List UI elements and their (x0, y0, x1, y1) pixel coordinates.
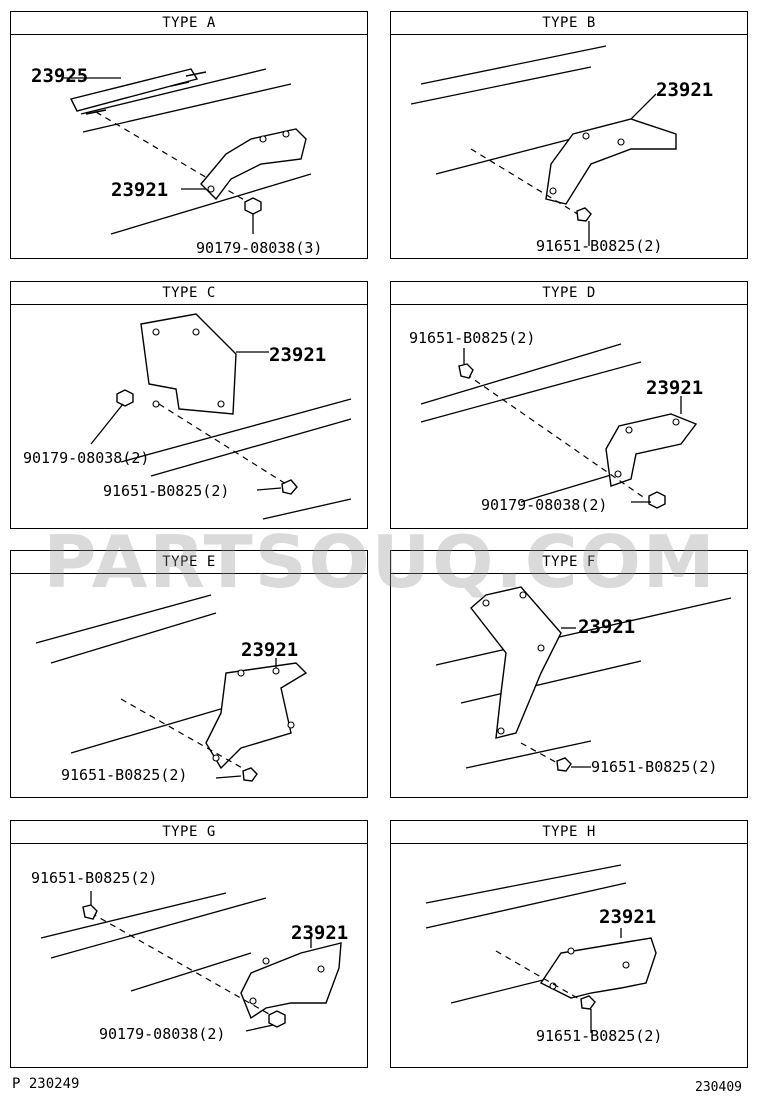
part-label: 23921 (599, 906, 656, 928)
diagram-type-c: 23921 90179-08038(2) 91651-B0825(2) (23, 313, 352, 520)
part-label: 91651-B0825(2) (61, 766, 187, 784)
panel-title: TYPE D (391, 282, 747, 305)
panel-type-h: TYPE H 23921 91651-B0825(2) (390, 820, 748, 1068)
diagram-type-e: 23921 91651-B0825(2) (35, 594, 308, 784)
panel-type-f: TYPE F 23921 91651-B0825(2) (390, 550, 748, 798)
part-label: 23921 (291, 922, 348, 944)
part-label: 91651-B0825(2) (591, 758, 717, 776)
panel-title: TYPE F (391, 551, 747, 574)
bracket-23921 (140, 313, 237, 415)
footer-left-code: P 230249 (12, 1076, 80, 1092)
panel-type-g: TYPE G 91651-B0825(2) 23921 90179-08038(… (10, 820, 368, 1068)
diagram-type-b: 23921 91651-B0825(2) (410, 45, 713, 255)
nut-icon (116, 389, 134, 407)
part-label: 23921 (111, 179, 168, 201)
nut-icon (268, 1010, 286, 1028)
bracket-23921 (200, 128, 307, 201)
panel-title: TYPE G (11, 821, 367, 844)
nut-icon (648, 491, 666, 509)
bolt-icon (82, 904, 98, 920)
panel-title: TYPE H (391, 821, 747, 844)
part-label: 23921 (656, 79, 713, 101)
part-label: 91651-B0825(2) (536, 1027, 662, 1045)
panel-title: TYPE B (391, 12, 747, 35)
diagram-type-g: 91651-B0825(2) 23921 90179-08038(2) (31, 869, 348, 1043)
panel-title: TYPE C (11, 282, 367, 305)
panel-type-c: TYPE C 23921 90179-08038(2) 91651-B0825(… (10, 281, 368, 529)
part-label: 23921 (241, 639, 298, 661)
panel-type-b: TYPE B 23921 91651-B0825(2) (390, 11, 748, 259)
bolt-icon (576, 207, 592, 222)
diagram-type-f: 23921 91651-B0825(2) (435, 586, 732, 776)
part-label: 23921 (646, 377, 703, 399)
part-label: 90179-08038(2) (99, 1025, 225, 1043)
diagram-type-h: 23921 91651-B0825(2) (425, 864, 662, 1045)
diagram-type-d: 91651-B0825(2) 23921 90179-08038(2) (409, 329, 703, 514)
bracket-23921 (240, 942, 342, 1020)
panel-title: TYPE E (11, 551, 367, 574)
part-label: 91651-B0825(2) (409, 329, 535, 347)
panel-type-e: TYPE E 23921 91651-B0825(2) (10, 550, 368, 798)
bolt-icon (281, 479, 298, 495)
bolt-icon (242, 767, 258, 782)
panel-type-d: TYPE D 91651-B0825(2) 23921 90179-08038(… (390, 281, 748, 529)
part-label: 91651-B0825(2) (103, 482, 229, 500)
part-label: 90179-08038(3) (196, 239, 322, 257)
bracket-23921 (470, 586, 562, 739)
part-label: 91651-B0825(2) (31, 869, 157, 887)
part-label: 90179-08038(2) (23, 449, 149, 467)
part-label: 23921 (578, 616, 635, 638)
panel-type-a: TYPE A 23925 23921 90179-08038(3) (10, 11, 368, 259)
footer-right-code: 230409 (695, 1080, 742, 1095)
nut-icon (244, 197, 262, 215)
bolt-icon (556, 757, 572, 772)
diagram-type-a: 23925 23921 90179-08038(3) (31, 65, 322, 257)
bolt-icon (580, 995, 596, 1010)
bolt-icon (458, 363, 474, 379)
part-label: 23921 (269, 344, 326, 366)
bracket-23921 (605, 413, 698, 487)
bracket-23921 (545, 118, 677, 205)
panel-title: TYPE A (11, 12, 367, 35)
part-label: 91651-B0825(2) (536, 237, 662, 255)
bracket-23925 (69, 68, 207, 115)
bracket-23921 (539, 937, 657, 999)
part-label: 23925 (31, 65, 88, 87)
part-label: 90179-08038(2) (481, 496, 607, 514)
bracket-23921 (205, 662, 308, 770)
